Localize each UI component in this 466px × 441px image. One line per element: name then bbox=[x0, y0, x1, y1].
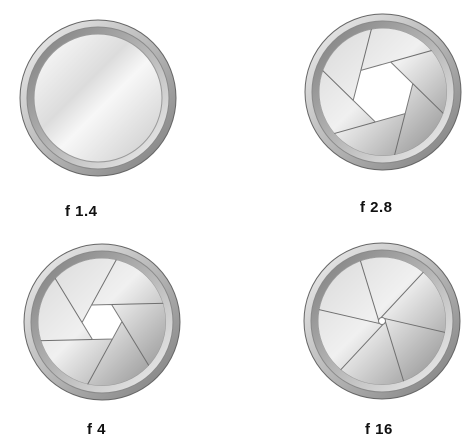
aperture-f4 bbox=[22, 242, 182, 402]
aperture-label-f1-4: f 1.4 bbox=[65, 203, 98, 220]
aperture-graphic bbox=[18, 18, 178, 178]
iris bbox=[303, 12, 463, 172]
iris bbox=[34, 34, 162, 162]
aperture-graphic bbox=[302, 241, 462, 401]
aperture-label-f16: f 16 bbox=[365, 421, 393, 438]
aperture-f2-8 bbox=[303, 12, 463, 172]
aperture-f1-4 bbox=[18, 18, 178, 178]
aperture-opening bbox=[379, 318, 386, 325]
aperture-graphic bbox=[303, 12, 463, 172]
aperture-label-f4: f 4 bbox=[87, 421, 106, 438]
aperture-graphic bbox=[22, 242, 182, 402]
aperture-f16 bbox=[302, 241, 462, 401]
aperture-label-f2-8: f 2.8 bbox=[360, 199, 393, 216]
iris bbox=[22, 242, 182, 402]
